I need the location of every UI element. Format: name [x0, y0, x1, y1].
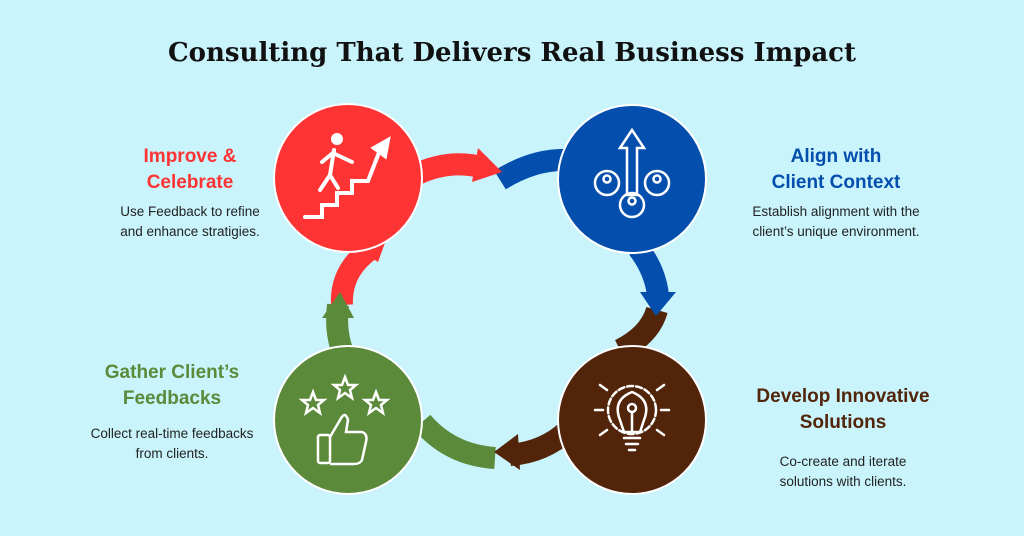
- step-desc: and enhance stratigies.: [120, 224, 260, 239]
- step-desc: Co-create and iterate: [779, 454, 907, 469]
- step-desc: from clients.: [135, 446, 209, 461]
- step-circle-align: [557, 104, 707, 254]
- arc-red-left: [330, 238, 379, 306]
- arc-brown-right: [614, 306, 668, 360]
- step-title: Align with: [790, 146, 882, 167]
- arrowhead-green-left: [322, 292, 354, 318]
- step-title: Feedbacks: [122, 388, 222, 409]
- arrowhead-blue-right: [640, 292, 676, 316]
- arrowhead-brown-bottom: [494, 434, 520, 470]
- step-title: Improve &: [143, 146, 237, 167]
- stars-thumbs-up-icon: [298, 373, 391, 466]
- arc-green-bottom: [413, 414, 497, 469]
- step-title: Celebrate: [146, 172, 234, 193]
- lightbulb-gear-icon: [593, 383, 671, 452]
- step-title: Develop Innovative: [756, 386, 930, 407]
- arrowhead-red-top: [472, 148, 502, 182]
- climbing-stairs-icon: [303, 133, 391, 219]
- step-title: Client Context: [771, 172, 901, 193]
- step-title: Gather Client’s: [104, 362, 240, 383]
- step-desc: Establish alignment with the: [752, 204, 920, 219]
- step-improve: Improve & Celebrate Use Feedback to refin…: [90, 144, 290, 242]
- step-desc: client’s unique environment.: [752, 224, 920, 239]
- step-desc: solutions with clients.: [779, 474, 907, 489]
- step-desc: Collect real-time feedbacks: [90, 426, 254, 441]
- step-circle-improve: [273, 103, 423, 253]
- people-alignment-icon: [593, 127, 671, 219]
- step-title: Solutions: [799, 412, 887, 433]
- arc-blue-right: [629, 241, 669, 297]
- step-desc: Use Feedback to refine: [120, 204, 260, 219]
- page-title: Consulting That Delivers Real Business I…: [167, 38, 857, 68]
